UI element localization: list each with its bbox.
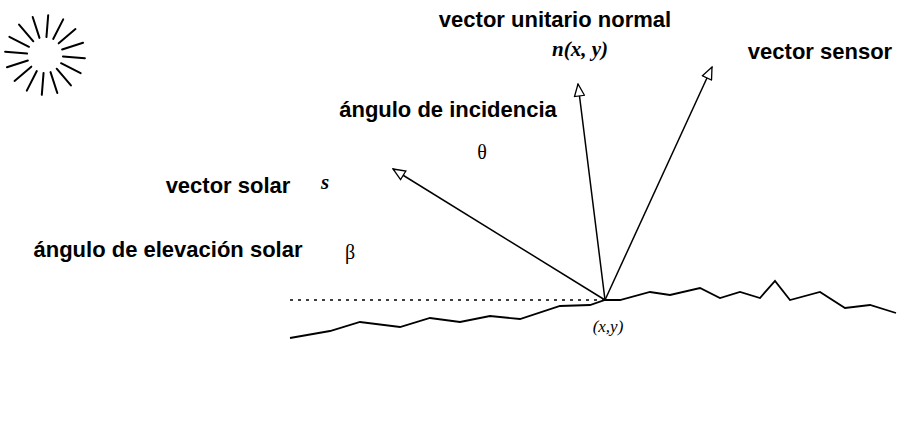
solar-vector-symbol: s bbox=[321, 171, 329, 194]
incidence-angle-symbol: θ bbox=[477, 141, 487, 163]
sun-ray bbox=[9, 37, 29, 47]
solar-elevation-label: ángulo de elevación solar bbox=[34, 238, 303, 262]
sun-ray bbox=[15, 67, 32, 81]
sun-ray bbox=[62, 43, 83, 50]
sun-ray bbox=[59, 29, 76, 43]
sun-ray bbox=[57, 69, 71, 86]
incidence-angle-label: ángulo de incidencia bbox=[339, 98, 557, 122]
normal-vector-label: vector unitario normal bbox=[439, 8, 671, 32]
sun-ray bbox=[63, 56, 85, 58]
sun-ray bbox=[53, 19, 63, 39]
sun-ray bbox=[7, 61, 28, 68]
solar-elevation-symbol: β bbox=[345, 241, 355, 263]
solar-vector bbox=[393, 169, 605, 300]
sun-ray bbox=[33, 17, 40, 38]
sun-ray bbox=[42, 73, 44, 95]
normal-symbol: n(x, y) bbox=[552, 38, 608, 61]
sensor-vector bbox=[605, 67, 712, 300]
sun-symbol bbox=[5, 15, 85, 95]
sun-ray bbox=[46, 15, 48, 37]
horizontal-reference bbox=[290, 299, 603, 301]
solar-vector-label: vector solar bbox=[166, 174, 291, 198]
sun-ray bbox=[61, 63, 81, 73]
sun-ray bbox=[51, 72, 58, 93]
normal-vector bbox=[578, 84, 605, 300]
sensor-vector-label: vector sensor bbox=[748, 40, 892, 64]
sun-ray bbox=[19, 25, 33, 42]
terrain-profile bbox=[290, 281, 896, 338]
sun-ray bbox=[5, 52, 27, 54]
sun-ray bbox=[27, 71, 37, 91]
point-coordinates: (x,y) bbox=[593, 318, 624, 337]
